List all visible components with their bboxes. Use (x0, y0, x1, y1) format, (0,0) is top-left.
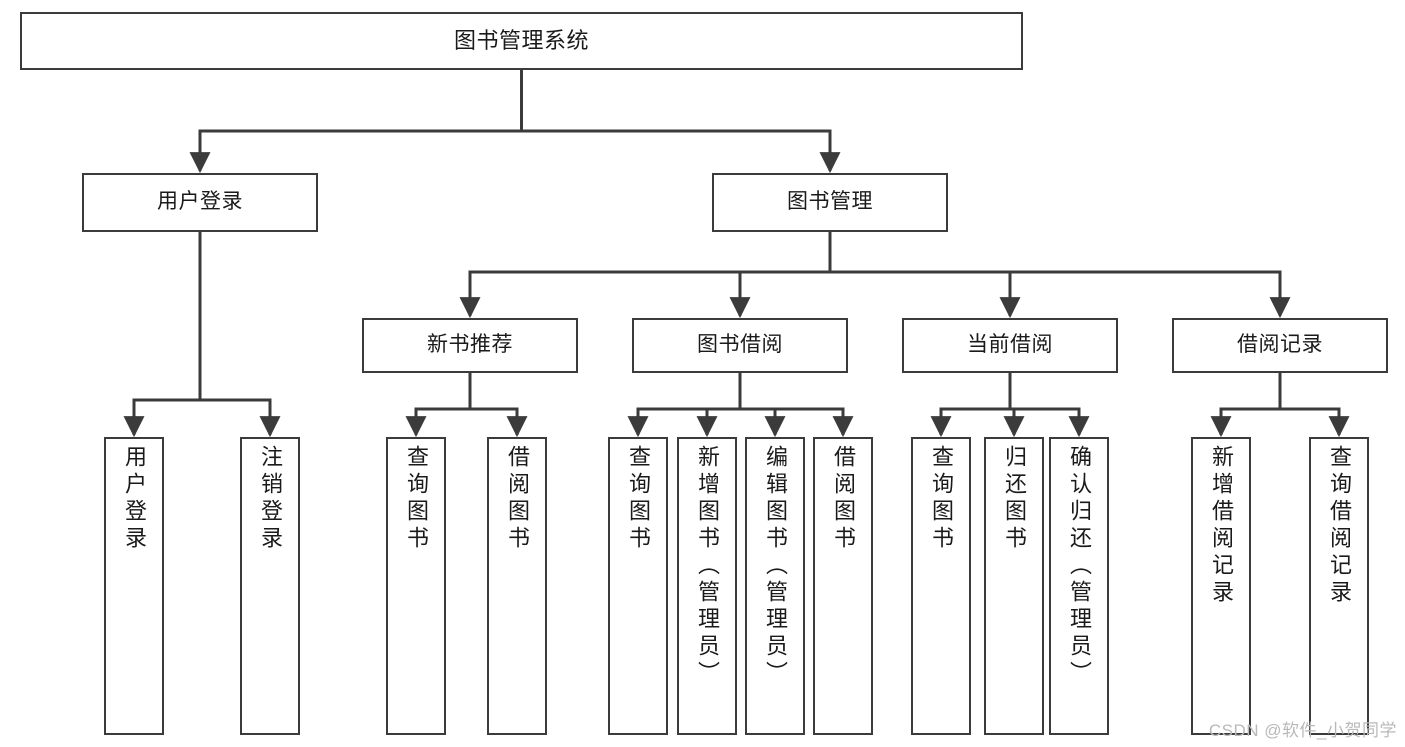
node-leaf-user-login-label: 用户登录 (122, 445, 147, 553)
node-leaf-query-book-current[interactable]: 查询图书 (911, 437, 971, 735)
node-leaf-return-book[interactable]: 归还图书 (984, 437, 1044, 735)
node-leaf-query-book-rec-label: 查询图书 (404, 445, 429, 553)
node-leaf-query-borrow-record[interactable]: 查询借阅记录 (1309, 437, 1369, 735)
node-leaf-query-book-borrow[interactable]: 查询图书 (608, 437, 668, 735)
node-leaf-user-logout-label: 注销登录 (258, 445, 283, 553)
node-leaf-borrow-book[interactable]: 借阅图书 (813, 437, 873, 735)
watermark: CSDN @软件_小贺同学 (1208, 721, 1397, 740)
node-new-book-recommend[interactable]: 新书推荐 (362, 318, 578, 373)
node-borrow-record-label: 借阅记录 (1237, 333, 1323, 357)
node-borrow-record[interactable]: 借阅记录 (1172, 318, 1388, 373)
node-leaf-user-logout[interactable]: 注销登录 (240, 437, 300, 735)
node-leaf-add-book-admin-label: 新增图书（管理员） (695, 445, 720, 688)
node-leaf-borrow-book-label: 借阅图书 (831, 445, 856, 553)
node-leaf-query-borrow-record-label: 查询借阅记录 (1327, 445, 1352, 607)
node-leaf-borrow-book-rec-label: 借阅图书 (505, 445, 530, 553)
node-root-label: 图书管理系统 (453, 28, 589, 54)
node-leaf-add-borrow-record[interactable]: 新增借阅记录 (1191, 437, 1251, 735)
node-user-login-label: 用户登录 (157, 190, 243, 214)
node-leaf-query-book-rec[interactable]: 查询图书 (386, 437, 446, 735)
node-book-manage-label: 图书管理 (787, 190, 873, 214)
node-leaf-borrow-book-rec[interactable]: 借阅图书 (487, 437, 547, 735)
node-book-borrow-label: 图书借阅 (697, 333, 783, 357)
node-leaf-add-book-admin[interactable]: 新增图书（管理员） (677, 437, 737, 735)
node-book-manage[interactable]: 图书管理 (712, 173, 948, 232)
node-leaf-return-book-label: 归还图书 (1002, 445, 1027, 553)
node-root[interactable]: 图书管理系统 (20, 12, 1023, 70)
node-leaf-edit-book-admin-label: 编辑图书（管理员） (763, 445, 788, 688)
node-new-book-recommend-label: 新书推荐 (427, 333, 513, 357)
node-leaf-confirm-return-admin-label: 确认归还（管理员） (1067, 445, 1092, 688)
node-current-borrow-label: 当前借阅 (967, 333, 1053, 357)
node-current-borrow[interactable]: 当前借阅 (902, 318, 1118, 373)
node-book-borrow[interactable]: 图书借阅 (632, 318, 848, 373)
node-leaf-confirm-return-admin[interactable]: 确认归还（管理员） (1049, 437, 1109, 735)
node-leaf-query-book-borrow-label: 查询图书 (626, 445, 651, 553)
node-leaf-query-book-current-label: 查询图书 (929, 445, 954, 553)
node-leaf-edit-book-admin[interactable]: 编辑图书（管理员） (745, 437, 805, 735)
node-leaf-add-borrow-record-label: 新增借阅记录 (1209, 445, 1234, 607)
node-leaf-user-login[interactable]: 用户登录 (104, 437, 164, 735)
node-user-login[interactable]: 用户登录 (82, 173, 318, 232)
